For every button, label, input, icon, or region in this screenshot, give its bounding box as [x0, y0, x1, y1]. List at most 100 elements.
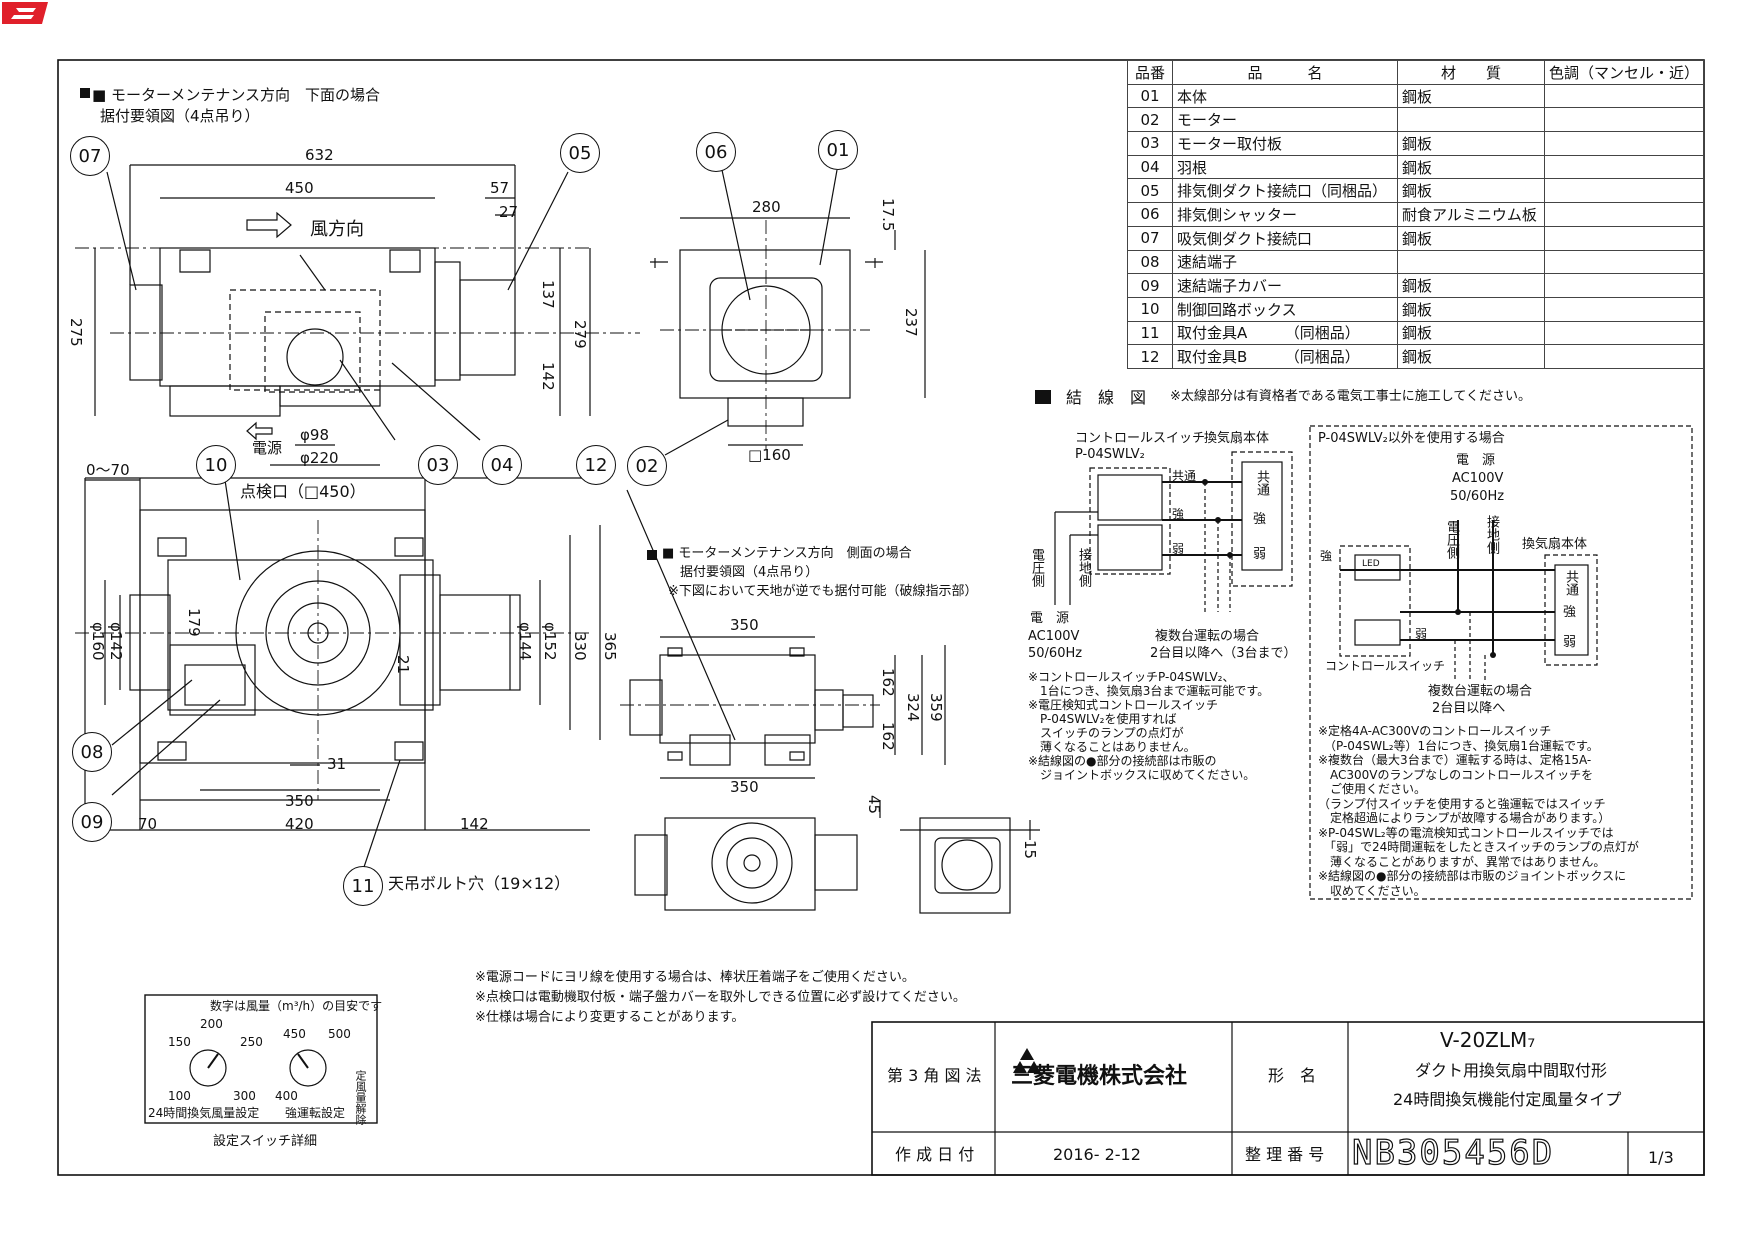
wl-power: 電 源: [1030, 611, 1070, 626]
parts-cell-color: [1543, 178, 1705, 204]
wr-strong: 強: [1320, 549, 1333, 563]
wl-freq: 50/60Hz: [1028, 646, 1083, 661]
wr-switch-label: コントロールスイッチ: [1325, 659, 1446, 673]
dial2-tick-450: 450: [283, 1027, 306, 1041]
wr-heading: P-04SWLV₂以外を使用する場合: [1318, 431, 1505, 446]
parts-cell-material: 鋼板: [1397, 178, 1545, 204]
note-line: 「弱」で24時間運転をしたときスイッチのランプの点灯が: [1318, 840, 1639, 854]
dim-box160: □160: [748, 446, 791, 464]
model-desc-2: 24時間換気機能付定風量タイプ: [1393, 1090, 1622, 1109]
parts-table-header: 品番 品 名 材 質 色調（マンセル・近）: [1126, 60, 1705, 85]
parts-cell-name: 排気側シャッター: [1172, 202, 1399, 227]
callout-11: 11: [343, 866, 383, 906]
parts-cell-name: モーター: [1172, 107, 1399, 133]
dim-162a: 162: [879, 668, 897, 697]
dim-142-plan: 142: [460, 815, 489, 833]
dim-0-70: 0～70: [86, 461, 130, 479]
callout-03: 03: [418, 445, 458, 485]
callout-09: 09: [72, 802, 112, 842]
switch-detail-caption: 設定スイッチ詳細: [213, 1134, 318, 1149]
parts-cell-material: 鋼板: [1397, 131, 1545, 156]
note-line: ご使用ください。: [1318, 782, 1427, 796]
parts-cell-no: 11: [1126, 320, 1174, 346]
parts-cell-name: 制御回路ボックス: [1172, 296, 1399, 322]
dim-275: 275: [67, 318, 85, 347]
parts-cell-color: [1543, 225, 1705, 251]
callout-01: 01: [818, 130, 858, 170]
wr-terminal-strong: 強: [1563, 605, 1577, 620]
dial1-tick-300: 300: [233, 1089, 256, 1103]
note-line: AC300Vのランプなしのコントロールスイッチを: [1318, 767, 1594, 782]
note-line: ※P-04SWL₂等の電流検知式コントロールスイッチでは: [1318, 825, 1614, 840]
parts-cell-no: 03: [1126, 131, 1174, 156]
dim-420: 420: [285, 815, 314, 833]
callout-06: 06: [696, 132, 736, 172]
parts-cell-color: [1543, 320, 1705, 346]
note-line: ※結線図の●部分の接続部は市販の: [1028, 754, 1217, 768]
parts-cell-name: 吸気側ダクト接続口: [1172, 225, 1399, 251]
dial1-tick-100: 100: [168, 1089, 191, 1103]
company-name: 三菱電機株式会社: [1011, 1064, 1188, 1089]
dim-324: 324: [904, 693, 922, 722]
parts-cell-color: [1543, 344, 1705, 369]
dim-137: 137: [539, 280, 557, 309]
note-line: 薄くなることがありますが、異常ではありません。: [1318, 854, 1606, 869]
wiring-heading: 結 線 図: [1066, 388, 1147, 407]
note-line: ジョイントボックスに収めてください。: [1028, 768, 1256, 782]
note-line: ※結線図の●部分の接続部は市販のジョイントボックスに: [1318, 869, 1627, 883]
inspection-opening-label: 点検口（□450）: [240, 482, 366, 501]
wr-side-ground: 接地側: [1484, 515, 1499, 554]
dim-27: 27: [499, 203, 519, 221]
parts-cell-color: [1543, 296, 1705, 322]
dim-359: 359: [927, 693, 945, 722]
note-line: ※コントロールスイッチP-04SWLV₂、: [1028, 670, 1235, 684]
parts-cell-color: [1543, 107, 1705, 133]
dim-350-side-bottom: 350: [730, 778, 759, 796]
parts-cell-no: 12: [1126, 344, 1174, 369]
wl-line-common: 共通: [1172, 469, 1197, 483]
wr-terminal-common: 共通: [1563, 570, 1578, 596]
parts-cell-material: 鋼板: [1397, 83, 1545, 109]
dim-57: 57: [490, 179, 510, 197]
wl-side-ground: 接地側: [1076, 548, 1091, 587]
dim-70: 70: [138, 815, 158, 833]
dim-237: 237: [902, 308, 920, 337]
callout-05: 05: [560, 133, 600, 173]
wl-line-strong: 強: [1172, 507, 1185, 521]
wiring-heading-note: ※太線部分は有資格者である電気工事士に施工してください。: [1170, 389, 1531, 404]
parts-cell-color: [1543, 131, 1705, 156]
callout-07: 07: [70, 136, 110, 176]
wr-weak: 弱: [1415, 627, 1428, 641]
dim-350-plan: 350: [285, 792, 314, 810]
parts-cell-name: 排気側ダクト接続口（同梱品）: [1172, 178, 1399, 204]
wr-unit-label: 換気扇本体: [1522, 537, 1588, 552]
parts-cell-no: 05: [1126, 178, 1174, 204]
parts-cell-name: 速結端子: [1172, 249, 1399, 275]
plan-view-outline: [75, 477, 736, 871]
parts-cell-no: 01: [1126, 83, 1174, 109]
note-line: 1台につき、換気扇3台まで運転可能です。: [1028, 684, 1270, 698]
date-label: 作 成 日 付: [895, 1145, 975, 1164]
parts-cell-name: 取付金具A （同梱品）: [1172, 320, 1399, 346]
general-notes: ※電源コードにヨリ線を使用する場合は、棒状圧着端子をご使用ください。※点検口は電…: [475, 968, 966, 1028]
parts-cell-name: モーター取付板: [1172, 131, 1399, 156]
dim-15: 15: [1021, 840, 1039, 860]
parts-cell-material: 鋼板: [1397, 344, 1545, 369]
note-line: ※仕様は場合により変更することがあります。: [475, 1010, 745, 1025]
wl-side-voltage: 電圧側: [1029, 548, 1044, 587]
wind-direction-label: 風方向: [310, 219, 364, 240]
wl-switch-model: P-04SWLV₂: [1075, 447, 1145, 462]
parts-cell-color: [1543, 273, 1705, 298]
callout-10: 10: [196, 445, 236, 485]
wl-switch-label: コントロールスイッチ: [1075, 431, 1206, 446]
dim-179: 179: [185, 608, 203, 637]
parts-cell-color: [1543, 249, 1705, 275]
parts-cell-name: 羽根: [1172, 154, 1399, 180]
dim-350-side-top: 350: [730, 616, 759, 634]
